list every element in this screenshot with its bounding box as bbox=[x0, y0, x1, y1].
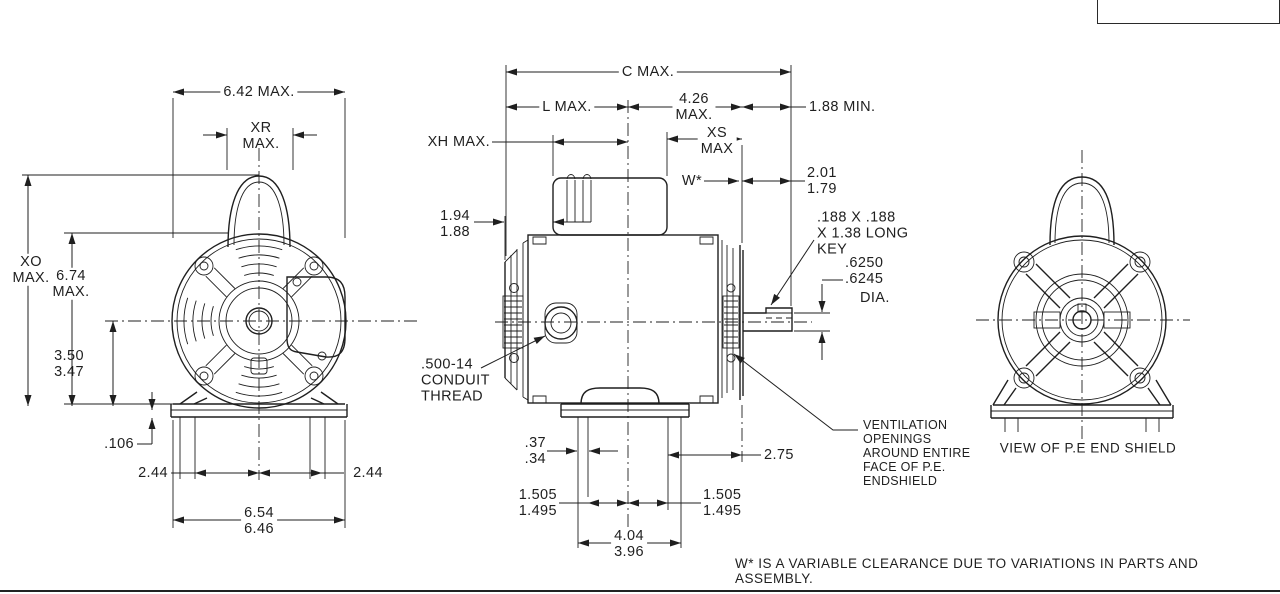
dim-foot-to-shaft-face-label: 2.75 bbox=[764, 446, 794, 463]
dim-base-plate-thickness-label: .106 bbox=[104, 435, 134, 452]
rear-view-caption: VIEW OF P.E END SHIELD bbox=[999, 440, 1177, 456]
dim-xs-label: XS MAX bbox=[697, 124, 737, 158]
dim-foot-spacing-right-side-label: 1.505 1.495 bbox=[703, 486, 742, 519]
side-view-dimension-lines bbox=[474, 65, 858, 548]
dim-bolt-span-label: 4.04 3.96 bbox=[611, 527, 647, 561]
dim-xo-label: XO MAX. bbox=[9, 253, 53, 287]
dim-shaft-height-label: 3.50 3.47 bbox=[54, 347, 84, 380]
dim-shaft-ext-min-label: 1.88 MIN. bbox=[809, 98, 876, 115]
dim-foot-hole-offset-label: .37 .34 bbox=[524, 434, 546, 467]
dim-c-max-label: C MAX. bbox=[618, 63, 678, 81]
dim-foot-spacing-left-label: 2.44 bbox=[135, 464, 171, 482]
shaft-dia-suffix-label: DIA. bbox=[860, 289, 890, 306]
dim-base-width-label: 6.54 6.46 bbox=[241, 504, 277, 538]
dim-rear-body-length-label: 4.26 MAX. bbox=[672, 90, 716, 124]
drawing-code: SZA187030 bbox=[1129, 0, 1247, 6]
dim-foot-spacing-right-label: 2.44 bbox=[350, 464, 386, 482]
drawing-code-box: SZA187030 bbox=[1097, 0, 1280, 24]
shaft-dia-label: .6250 .6245 bbox=[845, 254, 884, 287]
ventilation-note: VENTILATION OPENINGS AROUND ENTIRE FACE … bbox=[863, 418, 971, 488]
dim-conduit-offset-label: 1.94 1.88 bbox=[440, 207, 470, 240]
dim-height-to-top-label: 6.74 MAX. bbox=[49, 267, 93, 301]
sheet-border-line bbox=[0, 590, 1280, 592]
dim-l-max-label: L MAX. bbox=[539, 98, 595, 116]
front-view-dimension-lines bbox=[22, 88, 346, 528]
dim-foot-spacing-left-side-label: 1.505 1.495 bbox=[518, 486, 557, 519]
dim-shaft-extension-label: 2.01 1.79 bbox=[807, 164, 837, 197]
clearance-note: W* IS A VARIABLE CLEARANCE DUE TO VARIAT… bbox=[735, 555, 1199, 586]
conduit-thread-note: .500-14 CONDUIT THREAD bbox=[421, 356, 490, 406]
dim-xr-label: XR MAX. bbox=[242, 119, 280, 152]
dim-overall-width-label: 6.42 MAX. bbox=[220, 83, 298, 101]
dim-xh-label: XH MAX. bbox=[427, 133, 490, 150]
key-note: .188 X .188 X 1.38 LONG KEY bbox=[817, 209, 909, 259]
rear-view-drawing bbox=[976, 150, 1190, 442]
front-view-drawing bbox=[105, 148, 420, 480]
side-view-drawing bbox=[495, 100, 812, 556]
dim-w-clearance-label: W* bbox=[681, 172, 702, 189]
